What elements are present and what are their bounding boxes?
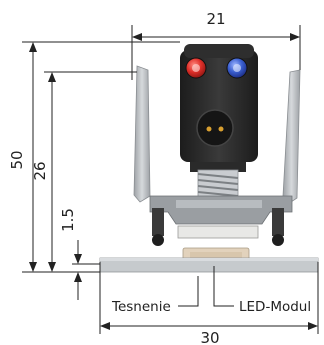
clamp-leg-left [152, 208, 164, 236]
seal-leader-line [178, 276, 199, 307]
device-illustration [99, 44, 319, 273]
dim-gap-label: 1.5 [59, 208, 77, 232]
right-side-arm [282, 69, 301, 205]
dim-total-height-label: 50 [8, 150, 26, 169]
seal-label: Tesnenie [111, 299, 171, 315]
led-module-top [177, 225, 259, 239]
contact-pin-left [206, 126, 212, 132]
clamp-leg-right [272, 208, 284, 236]
dim-bottom-width-label: 30 [200, 329, 219, 345]
dimension-lines [22, 25, 319, 334]
contact-pin-right [218, 126, 224, 132]
dim-top-width-label: 21 [206, 10, 225, 28]
clamp-foot-left [152, 234, 164, 246]
connector-socket [196, 109, 234, 147]
led-leader-line [213, 266, 234, 307]
left-side-arm [133, 65, 151, 203]
led-module-label: LED-Modul [239, 299, 311, 315]
clamp-foot-right [272, 234, 284, 246]
dim-body-height-label: 26 [31, 161, 49, 180]
cable-entry [184, 44, 254, 58]
spring [197, 169, 239, 201]
